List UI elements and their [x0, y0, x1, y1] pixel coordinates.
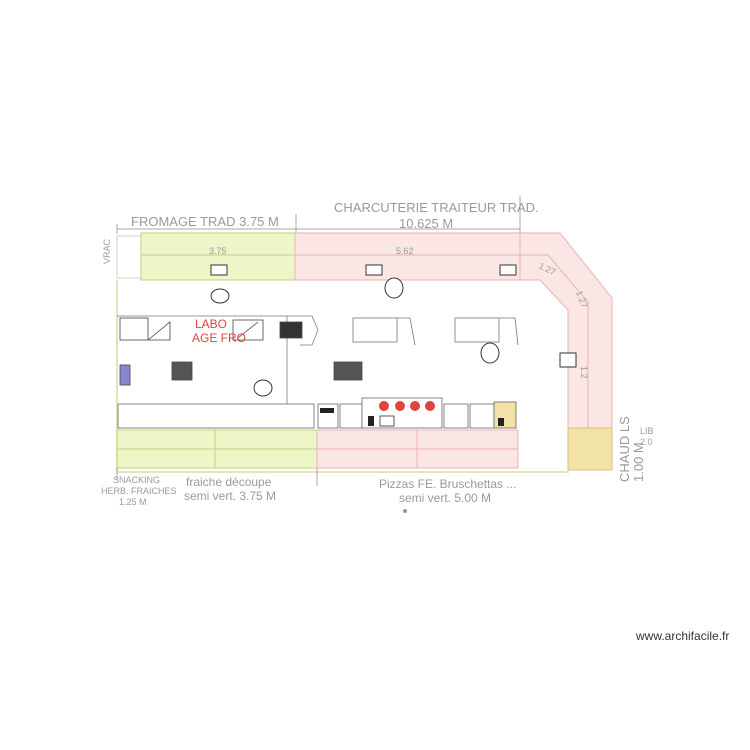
charcuterie-length: 10.625 M — [399, 216, 453, 231]
staff-figures — [210, 264, 577, 397]
equipment-row — [117, 397, 517, 429]
snacking-line1: SNACKING — [113, 475, 160, 485]
chaud-line2: 1.00 M — [631, 442, 646, 482]
snacking-line2: HERB. FRAICHES — [101, 486, 177, 496]
pizzas-line1: Pizzas FE. Bruschettas ... — [379, 477, 516, 491]
dim-side: 1.2 — [579, 366, 589, 379]
watermark[interactable]: www.archifacile.fr — [636, 629, 730, 643]
lib-line2: 2.0 — [640, 437, 653, 447]
charcuterie-corner — [519, 232, 613, 429]
charcuterie-title: CHARCUTERIE TRAITEUR TRAD. — [334, 200, 539, 215]
vrac-label: VRAC — [102, 238, 112, 264]
fraiche-line1: fraiche découpe — [186, 475, 272, 489]
fraiche-line2: semi vert. 3.75 M — [184, 489, 276, 503]
labo-equipment — [119, 317, 363, 386]
bottom-counters — [116, 429, 519, 469]
oven-burners — [379, 401, 435, 411]
lib-line1: LIB — [640, 426, 654, 436]
vrac-box — [116, 235, 142, 279]
labo-line1: LABO — [195, 317, 227, 331]
pizzas-line2: semi vert. 5.00 M — [399, 491, 491, 505]
snacking-line3: 1.25 M — [119, 497, 147, 507]
fromage-title: FROMAGE TRAD 3.75 M — [131, 214, 279, 229]
charcuterie-counter — [294, 232, 521, 281]
chaud-line1: CHAUD LS — [617, 416, 632, 482]
dim-375: 3.75 — [209, 246, 227, 256]
labo-line2: AGE FRO — [192, 331, 246, 345]
dim-562: 5.62 — [396, 246, 414, 256]
marker-dot — [403, 509, 407, 513]
top-dimension-lines — [116, 196, 521, 234]
chaud-ls-zone — [567, 427, 613, 471]
display-cases — [352, 317, 519, 346]
